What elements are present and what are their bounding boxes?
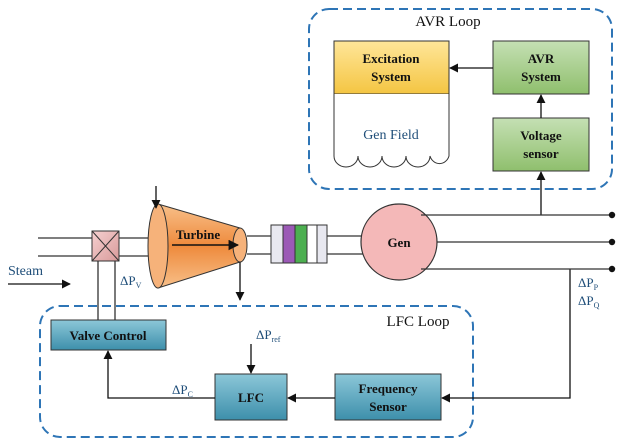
delta-pp-label: ΔPP bbox=[578, 275, 599, 292]
voltage-label-1: Voltage bbox=[520, 128, 562, 143]
avr-system-block: AVR System bbox=[492, 40, 590, 95]
delta-pc-label: ΔPC bbox=[172, 382, 193, 399]
avr-loop-border bbox=[308, 8, 613, 190]
arrow-bus-to-frequency bbox=[441, 269, 571, 403]
avr-label-1: AVR bbox=[528, 51, 555, 66]
gen-label: Gen bbox=[387, 235, 411, 250]
delta-pq-label: ΔPQ bbox=[578, 293, 600, 310]
excitation-label-2: System bbox=[371, 69, 411, 84]
voltage-label-2: sensor bbox=[523, 146, 559, 161]
frequency-sensor-block: Frequency Sensor bbox=[334, 373, 442, 421]
turbine-label: Turbine bbox=[176, 227, 221, 242]
freq-label-2: Sensor bbox=[369, 399, 407, 414]
turbine: Turbine bbox=[147, 203, 248, 289]
excitation-system-block: Excitation System bbox=[333, 40, 450, 95]
voltage-sensor-block: Voltage sensor bbox=[492, 117, 590, 172]
delta-pref-label: ΔPref bbox=[256, 327, 281, 344]
avr-loop-title: AVR Loop bbox=[415, 14, 480, 30]
gen-field-winding: Gen Field bbox=[333, 94, 450, 168]
delta-pv-label: ΔPV bbox=[120, 273, 142, 290]
gen-field-label: Gen Field bbox=[363, 128, 419, 143]
shaft-coupling bbox=[270, 224, 328, 264]
bus-terminal-3 bbox=[608, 265, 616, 273]
steam-valve bbox=[91, 230, 120, 262]
steam-label: Steam bbox=[8, 264, 43, 279]
lfc-label: LFC bbox=[238, 390, 264, 405]
freq-label-1: Frequency bbox=[359, 381, 418, 396]
lfc-loop-title: LFC Loop bbox=[387, 314, 450, 330]
lfc-block: LFC bbox=[214, 373, 288, 421]
arrow-lfc-to-valve-control bbox=[103, 350, 215, 399]
valve-control-label: Valve Control bbox=[70, 328, 147, 343]
bus-terminal-2 bbox=[608, 238, 616, 246]
bus-terminal-1 bbox=[608, 211, 616, 219]
avr-label-2: System bbox=[521, 69, 561, 84]
lfc-loop-border bbox=[39, 305, 474, 438]
excitation-label-1: Excitation bbox=[362, 51, 420, 66]
valve-control-block: Valve Control bbox=[50, 319, 167, 351]
generator: Gen bbox=[360, 203, 438, 281]
